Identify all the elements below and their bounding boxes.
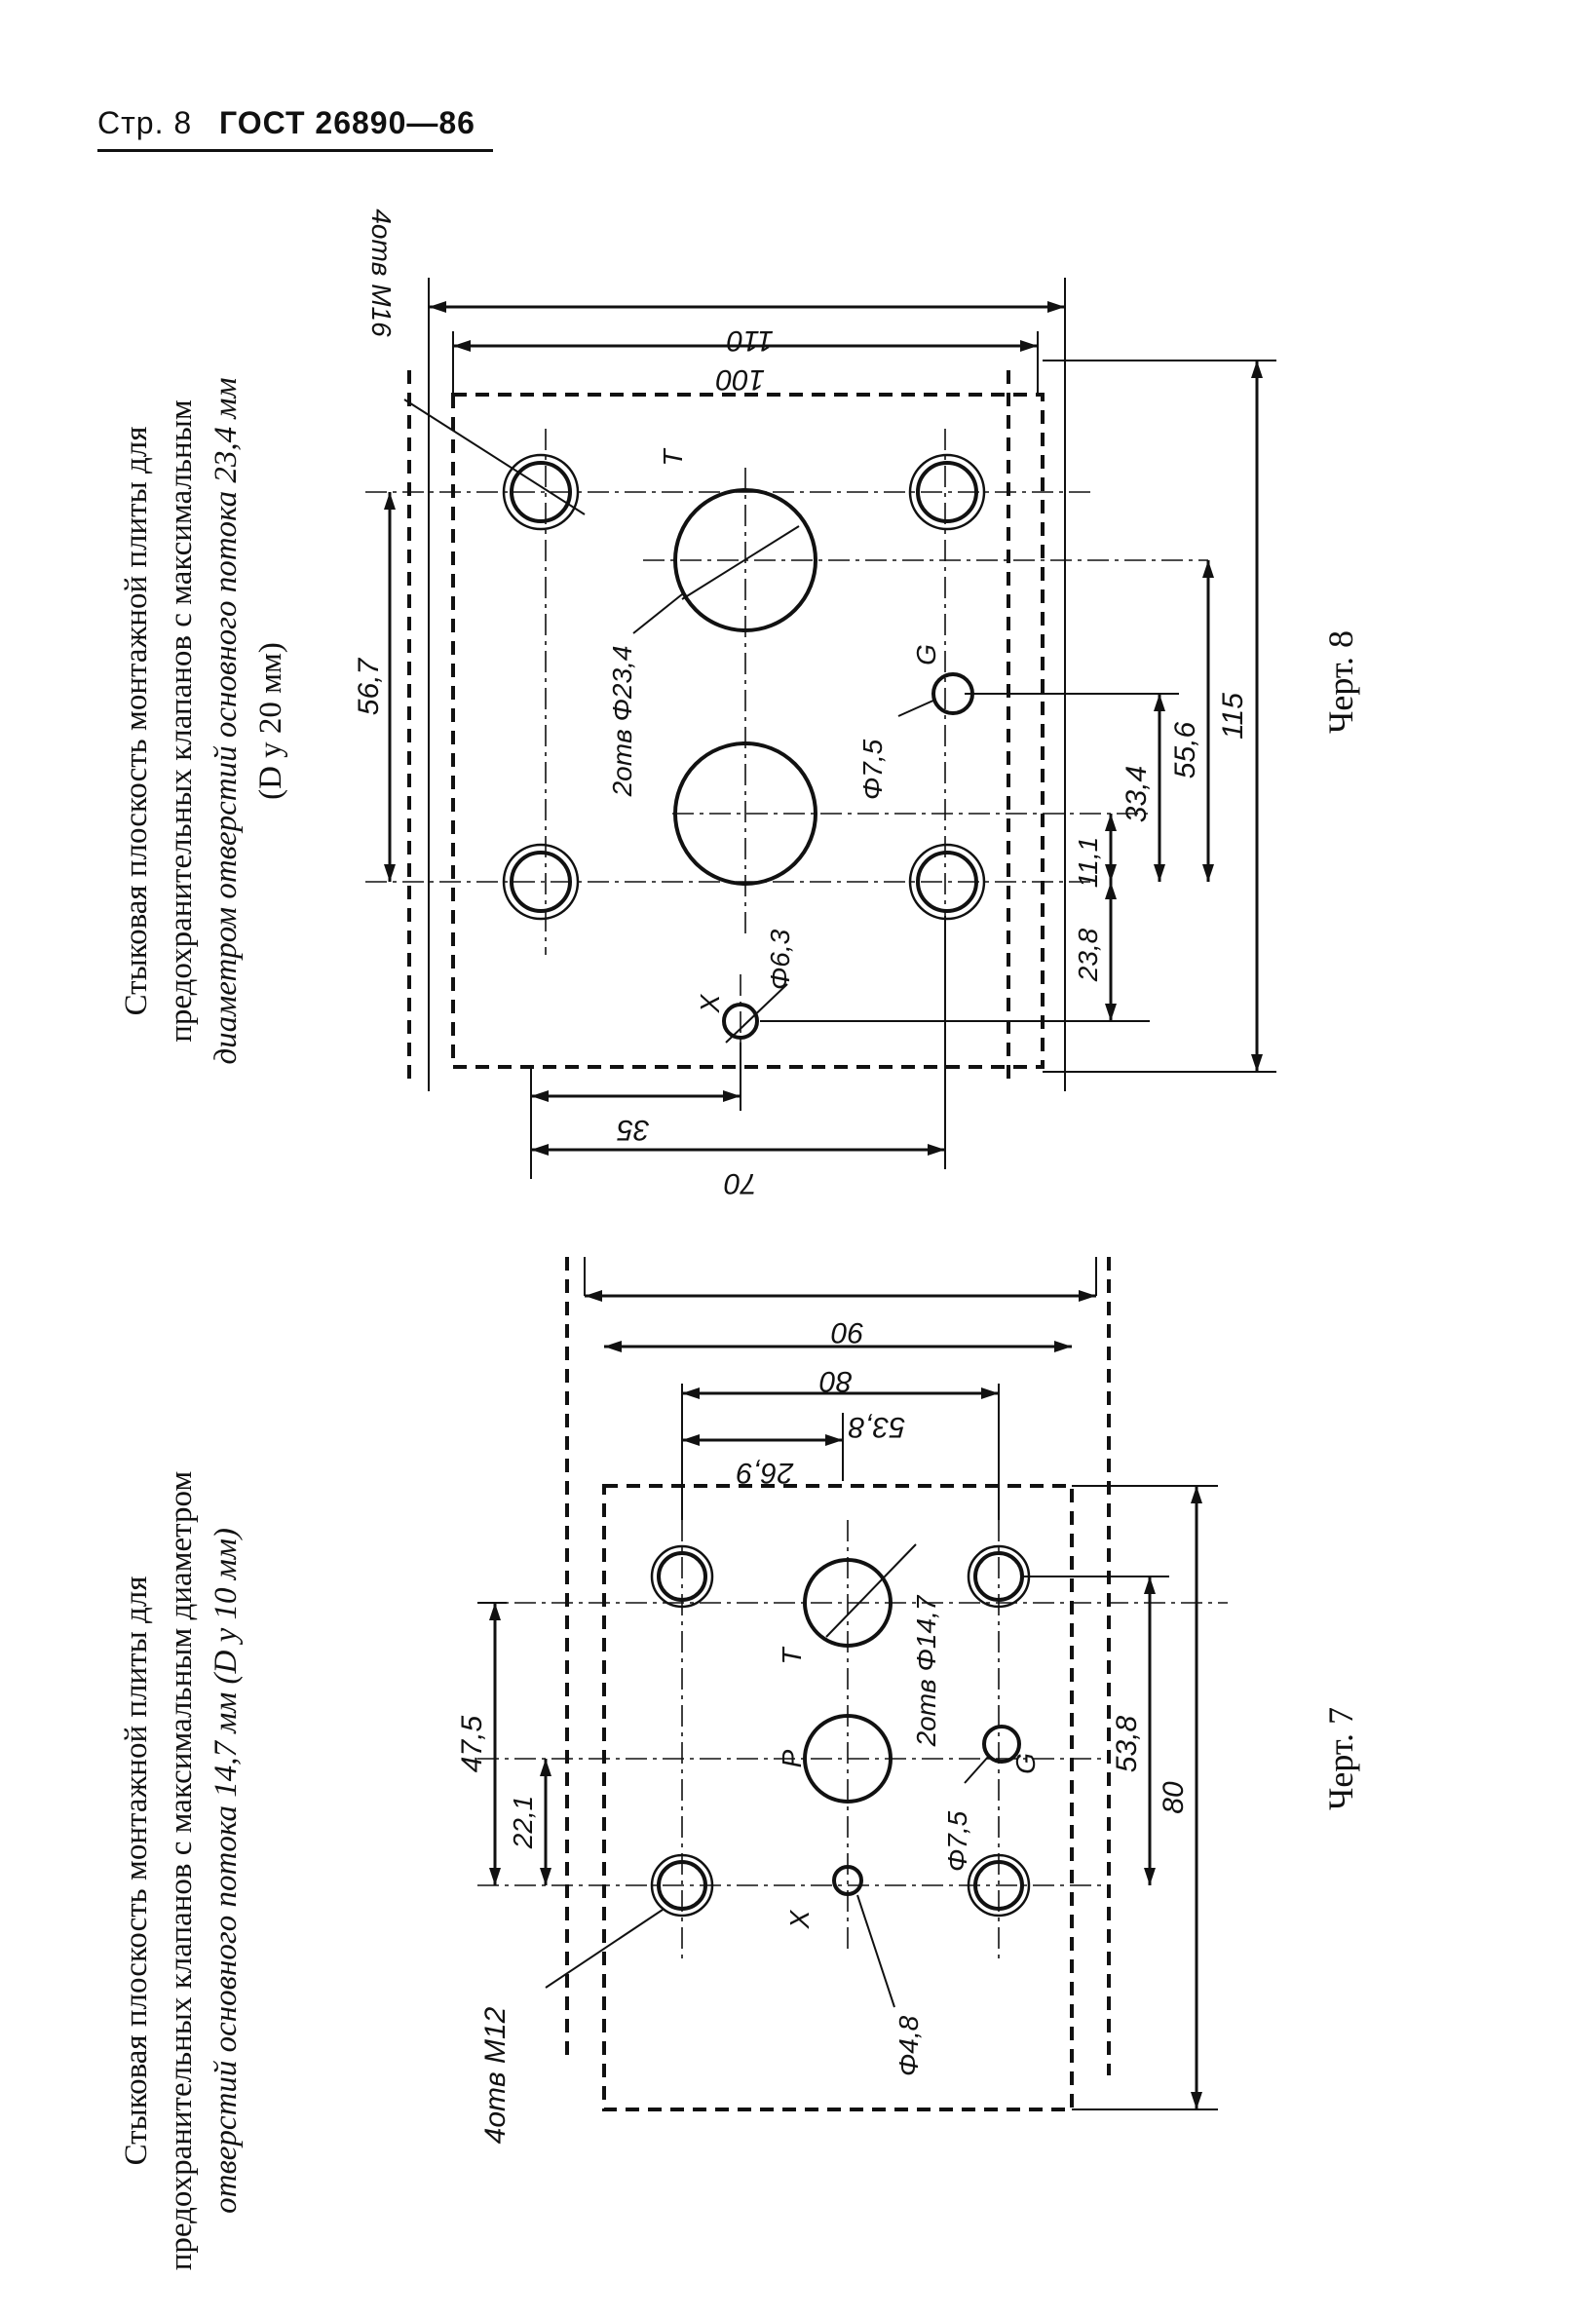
drawing-7-title-line-2: предохранительных клапанов с максимальны… <box>164 1471 199 2271</box>
drawing-7-label-x: X <box>784 1909 815 1929</box>
drawing-8-title-line-1: Стыковая плоскость монтажной плиты для <box>119 427 154 1016</box>
drawing-8-port-p <box>673 741 817 886</box>
drawing-8-mount-hole <box>502 843 580 921</box>
drawing-7-dim-90: 90 <box>831 1316 864 1348</box>
drawing-7-note-d7-5: Φ7,5 <box>942 1810 972 1872</box>
drawing-8-dim-55-6: 55,6 <box>1169 721 1201 779</box>
drawing-7-port-p <box>803 1714 893 1804</box>
drawing-8-mount-hole <box>502 453 580 531</box>
drawing-8-dim-23-8: 23,8 <box>1073 928 1103 982</box>
drawing-7-port-x <box>832 1865 863 1896</box>
drawing-7-dim-80: 80 <box>819 1365 853 1397</box>
drawing-8-dim-115: 115 <box>1217 693 1249 740</box>
drawing-8-dim-11-1: 11,1 <box>1073 837 1103 888</box>
drawing-8-dim-100: 100 <box>716 363 765 396</box>
drawing-7-title-line-1: Стыковая плоскость монтажной плиты для <box>119 1576 154 2166</box>
drawing-8-title: Стыковая плоскость монтажной плиты для п… <box>119 377 288 1064</box>
drawing-8-dim-33-4: 33,4 <box>1121 766 1153 822</box>
page-header: Стр. 8 ГОСТ 26890—86 <box>97 105 493 152</box>
drawing-8-port-x <box>722 1003 759 1040</box>
drawing-7-dim-53-8: 53,8 <box>848 1411 905 1443</box>
drawing-8-title-line-3: диаметром отверстий основного потока 23,… <box>209 377 244 1064</box>
drawing-7-note-m12: 4отв М12 <box>479 2006 512 2144</box>
drawing-7-label-t: T <box>777 1647 807 1665</box>
drawing-7-plate-outline <box>602 1484 1074 2111</box>
drawing-8-dim-70: 70 <box>724 1167 757 1199</box>
drawing-8-port-t <box>673 488 817 632</box>
drawing-7: Стыковая плоскость монтажной плиты для п… <box>119 1257 1360 2270</box>
drawing-7-label-p: P <box>777 1749 807 1767</box>
drawing-7-mount-hole <box>967 1853 1031 1918</box>
drawing-8: Стыковая плоскость монтажной плиты для п… <box>119 209 1360 1199</box>
drawing-8-mount-hole <box>908 453 986 531</box>
drawing-8-title-line-2: предохранительных клапанов с максимальны… <box>164 399 199 1043</box>
drawing-7-port-g <box>982 1725 1021 1764</box>
drawing-7-mount-hole <box>650 1853 714 1918</box>
drawing-8-plate-outline <box>451 393 1045 1069</box>
standard-number: ГОСТ 26890—86 <box>219 105 475 140</box>
drawing-7-note-d14: 2отв Φ14,7 <box>911 1594 941 1747</box>
drawing-8-note-m16: 4отв М16 <box>366 209 397 337</box>
drawing-8-title-line-4: (D y 20 мм) <box>253 642 288 800</box>
drawing-7-caption: Черт. 7 <box>1321 1707 1360 1810</box>
drawing-7-port-t <box>803 1558 893 1648</box>
drawing-7-dim-53-8-vertical: 53,8 <box>1111 1715 1143 1772</box>
drawing-8-note-d23: 2отв Φ23,4 <box>607 646 637 798</box>
drawing-7-dim-22-1: 22,1 <box>508 1796 538 1850</box>
drawing-8-dim-35: 35 <box>617 1114 650 1146</box>
drawing-7-title: Стыковая плоскость монтажной плиты для п… <box>119 1471 244 2271</box>
drawing-7-dim-80-vertical: 80 <box>1158 1781 1190 1814</box>
page-number: Стр. 8 <box>97 105 193 140</box>
drawing-8-caption: Черт. 8 <box>1321 630 1360 734</box>
drawing-7-dim-26-9: 26,9 <box>736 1457 794 1489</box>
drawing-7-title-line-3: отверстий основного потока 14,7 мм (D y … <box>209 1528 244 2214</box>
drawing-7-note-d4-8: Φ4,8 <box>893 2015 924 2076</box>
drawing-7-dim-47-5: 47,5 <box>456 1715 488 1772</box>
drawing-8-label-x: X <box>695 993 725 1013</box>
drawing-8-note-d6-3: Φ6,3 <box>765 929 795 990</box>
drawing-8-note-d7-5: Φ7,5 <box>857 739 888 800</box>
drawing-8-dim-56-7: 56,7 <box>353 657 385 715</box>
drawing-7-mount-hole <box>650 1544 714 1609</box>
drawing-7-label-g: G <box>1010 1753 1041 1774</box>
drawing-8-label-g: G <box>911 644 941 665</box>
drawing-8-label-t: T <box>658 448 688 467</box>
drawing-8-mount-hole <box>908 843 986 921</box>
drawing-8-dim-110: 110 <box>727 324 774 357</box>
